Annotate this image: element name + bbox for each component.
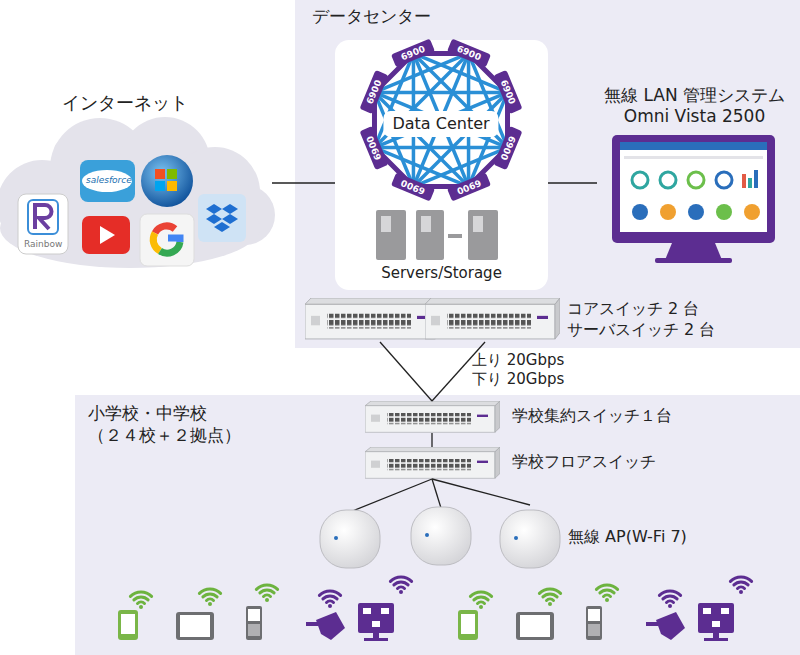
connector-line bbox=[380, 342, 432, 401]
school-band: 小学校・中学校 （２４校＋２拠点） 学校集約スイッチ１台学校フロアスイッチ無線 A… bbox=[75, 395, 800, 655]
node-heading: 学校集約スイッチ１台 bbox=[512, 406, 672, 426]
logo-text: salesforce bbox=[86, 175, 132, 185]
google-logo bbox=[140, 214, 194, 266]
node-heading: 学校フロアスイッチ bbox=[512, 452, 656, 472]
node-heading: 無線 AP(W-Fi 7) bbox=[568, 527, 687, 547]
management-monitor: 無線 LAN 管理システム Omni Vista 2500 bbox=[597, 85, 792, 267]
node-heading: Data Center bbox=[383, 111, 498, 137]
access-point: 無線 AP(W-Fi 7) bbox=[500, 505, 690, 575]
node-heading: インターネット bbox=[62, 92, 188, 115]
logo-text: Rainbow bbox=[24, 239, 62, 249]
data-center-band: データセンター Data CenterServers/Storage 無線 LAN … bbox=[295, 0, 800, 348]
salesforce-logo bbox=[80, 160, 135, 202]
edge-label: 上り 20Gbps 下り 20Gbps bbox=[472, 351, 572, 389]
node-heading: 小学校・中学校 （２４校＋２拠点） bbox=[88, 402, 278, 446]
core-switch: コアスイッチ 2 台 サーバスイッチ 2 台 bbox=[305, 298, 735, 342]
node-heading: 無線 LAN 管理システム Omni Vista 2500 bbox=[594, 85, 795, 127]
dropbox-logo bbox=[198, 194, 246, 242]
rainbow-logo bbox=[18, 194, 68, 254]
floor-switch: 学校フロアスイッチ bbox=[365, 447, 695, 479]
node-heading: コアスイッチ 2 台 サーバスイッチ 2 台 bbox=[567, 298, 735, 340]
node-text: Servers/Storage bbox=[341, 264, 542, 283]
youtube-logo bbox=[82, 216, 130, 254]
aggregation-switch: 学校集約スイッチ１台 bbox=[365, 401, 695, 433]
connector bbox=[380, 342, 485, 401]
node-heading: データセンター bbox=[312, 6, 431, 27]
windows-logo bbox=[141, 155, 193, 207]
internet-cloud-shape bbox=[0, 117, 275, 268]
data-center-box: Data CenterServers/Storage bbox=[335, 40, 548, 290]
